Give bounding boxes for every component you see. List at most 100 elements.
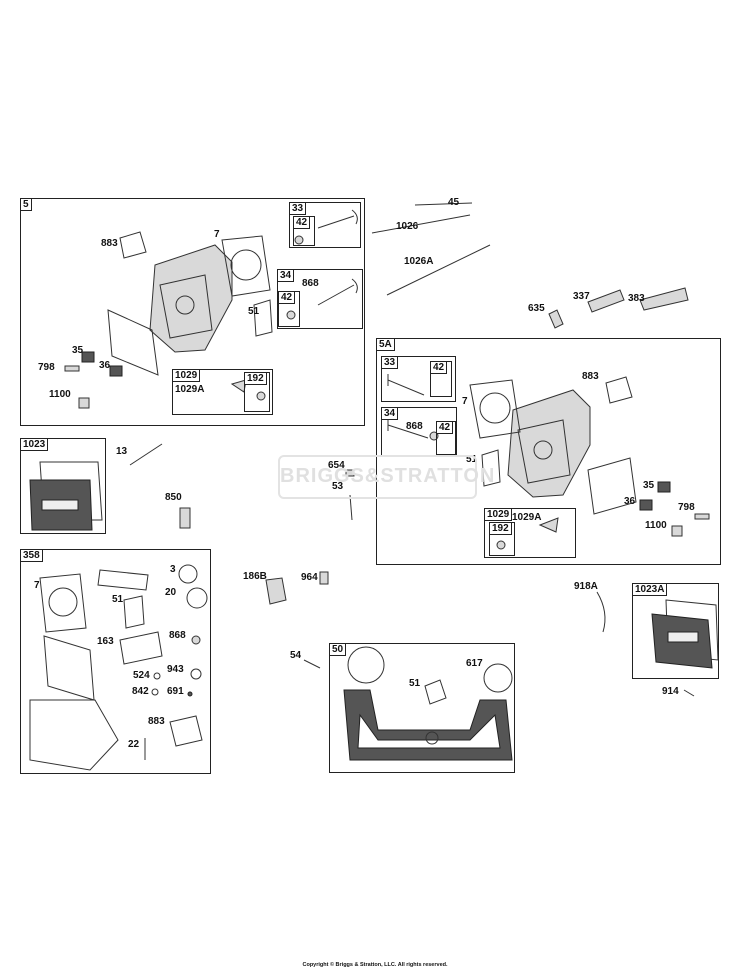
rocker-1029A-b — [538, 517, 559, 533]
label-45: 45 — [448, 197, 460, 208]
box-5-33-frame — [289, 202, 361, 248]
box-5-34-tag: 34 — [277, 269, 295, 282]
label-51-c: 51 — [112, 594, 124, 605]
box-1023-tag: 1023 — [20, 438, 49, 451]
screw-13 — [129, 443, 163, 466]
label-163: 163 — [97, 636, 114, 647]
box-358-frame — [20, 549, 211, 774]
label-36-a: 36 — [99, 360, 111, 371]
box-5A-34-42-tag: 42 — [436, 421, 454, 434]
label-798-b: 798 — [678, 502, 695, 513]
label-635: 635 — [528, 303, 545, 314]
breather-tube-918A — [596, 591, 606, 633]
label-51-d: 51 — [409, 678, 421, 689]
label-798-a: 798 — [38, 362, 55, 373]
label-1029A-a: 1029A — [175, 384, 205, 395]
intake-manifold-50 — [343, 646, 513, 761]
screw-54 — [303, 659, 321, 669]
label-186B: 186B — [243, 571, 267, 582]
stud-798-a — [64, 365, 80, 372]
label-53: 53 — [332, 481, 344, 492]
label-691: 691 — [167, 686, 184, 697]
label-35-a: 35 — [72, 345, 84, 356]
label-918A: 918A — [574, 581, 598, 592]
box-1023A-tag: 1023A — [632, 583, 668, 596]
box-1023A-frame — [632, 583, 719, 679]
label-51-a: 51 — [248, 306, 260, 317]
box-5A-tag: 5A — [376, 338, 395, 351]
rocker-1029A-a — [230, 379, 247, 393]
label-1029A-b: 1029A — [512, 512, 542, 523]
sealant-850 — [179, 507, 191, 529]
tool-383 — [639, 287, 689, 311]
valve-34-a — [317, 278, 358, 306]
spring-36-a — [109, 365, 123, 377]
box-5-34-frame — [277, 269, 363, 329]
box-50-frame — [329, 643, 515, 773]
label-36-b: 36 — [624, 496, 636, 507]
label-654: 654 — [328, 460, 345, 471]
label-337: 337 — [573, 291, 590, 302]
label-883-c: 883 — [148, 716, 165, 727]
valve-33-a — [317, 209, 358, 229]
label-842: 842 — [132, 686, 149, 697]
label-964: 964 — [301, 572, 318, 583]
guide-1100-b — [671, 525, 683, 537]
label-20: 20 — [165, 587, 177, 598]
valve-cover-1023 — [29, 461, 103, 531]
label-7-c: 7 — [34, 580, 40, 591]
cylinder-head-5A — [507, 389, 591, 498]
box-5A-1029-frame — [484, 508, 576, 558]
box-5A-192-tag: 192 — [489, 522, 512, 535]
label-1100-b: 1100 — [645, 520, 667, 531]
label-868-a: 868 — [302, 278, 319, 289]
gasket-51-b — [481, 449, 501, 487]
label-54: 54 — [290, 650, 302, 661]
box-5-33-tag: 33 — [289, 202, 307, 215]
label-3: 3 — [170, 564, 176, 575]
spring-36-b — [639, 499, 653, 511]
box-5A-33-frame — [381, 356, 456, 402]
label-914: 914 — [662, 686, 679, 697]
gasket-7-a — [221, 235, 271, 297]
label-850: 850 — [165, 492, 182, 503]
label-868-b: 868 — [406, 421, 423, 432]
box-1023-frame — [20, 438, 106, 534]
box-5-1029-tag: 1029 — [172, 369, 201, 382]
label-22: 22 — [128, 739, 140, 750]
box-5A-34-tag: 34 — [381, 407, 399, 420]
exhaust-gasket-883-a — [119, 231, 147, 259]
label-7-a: 7 — [214, 229, 220, 240]
valve-34-b — [387, 419, 429, 439]
box-50-tag: 50 — [329, 643, 347, 656]
label-524: 524 — [133, 670, 150, 681]
box-5-frame — [20, 198, 365, 426]
box-5-1029-frame — [172, 369, 273, 415]
exhaust-gasket-883-b — [605, 376, 633, 404]
label-617: 617 — [466, 658, 483, 669]
label-1026: 1026 — [396, 221, 419, 232]
label-1100-a: 1100 — [49, 389, 71, 400]
cover-gasket-a — [107, 309, 159, 376]
spring-35-a — [81, 351, 95, 363]
label-13: 13 — [116, 446, 128, 457]
label-35-b: 35 — [643, 480, 655, 491]
box-5-192-tag: 192 — [244, 372, 267, 385]
box-5A-33-tag: 33 — [381, 356, 399, 369]
box-5A-1029-tag: 1029 — [484, 508, 513, 521]
pushrod-1026 — [371, 214, 471, 234]
label-883-b: 883 — [582, 371, 599, 382]
brand-watermark: BRIGGS&STRATTON — [278, 455, 494, 499]
boot-635 — [548, 309, 564, 329]
cylinder-head-5 — [149, 244, 233, 353]
stud-798-b — [694, 513, 710, 520]
box-5-33-42-tag: 42 — [293, 216, 311, 229]
box-5A-frame — [376, 338, 721, 565]
pushrod-45 — [414, 202, 473, 206]
pin-964 — [319, 571, 329, 585]
label-868-c: 868 — [169, 630, 186, 641]
pushrod-1026A — [386, 244, 491, 296]
label-1026A: 1026A — [404, 256, 434, 267]
